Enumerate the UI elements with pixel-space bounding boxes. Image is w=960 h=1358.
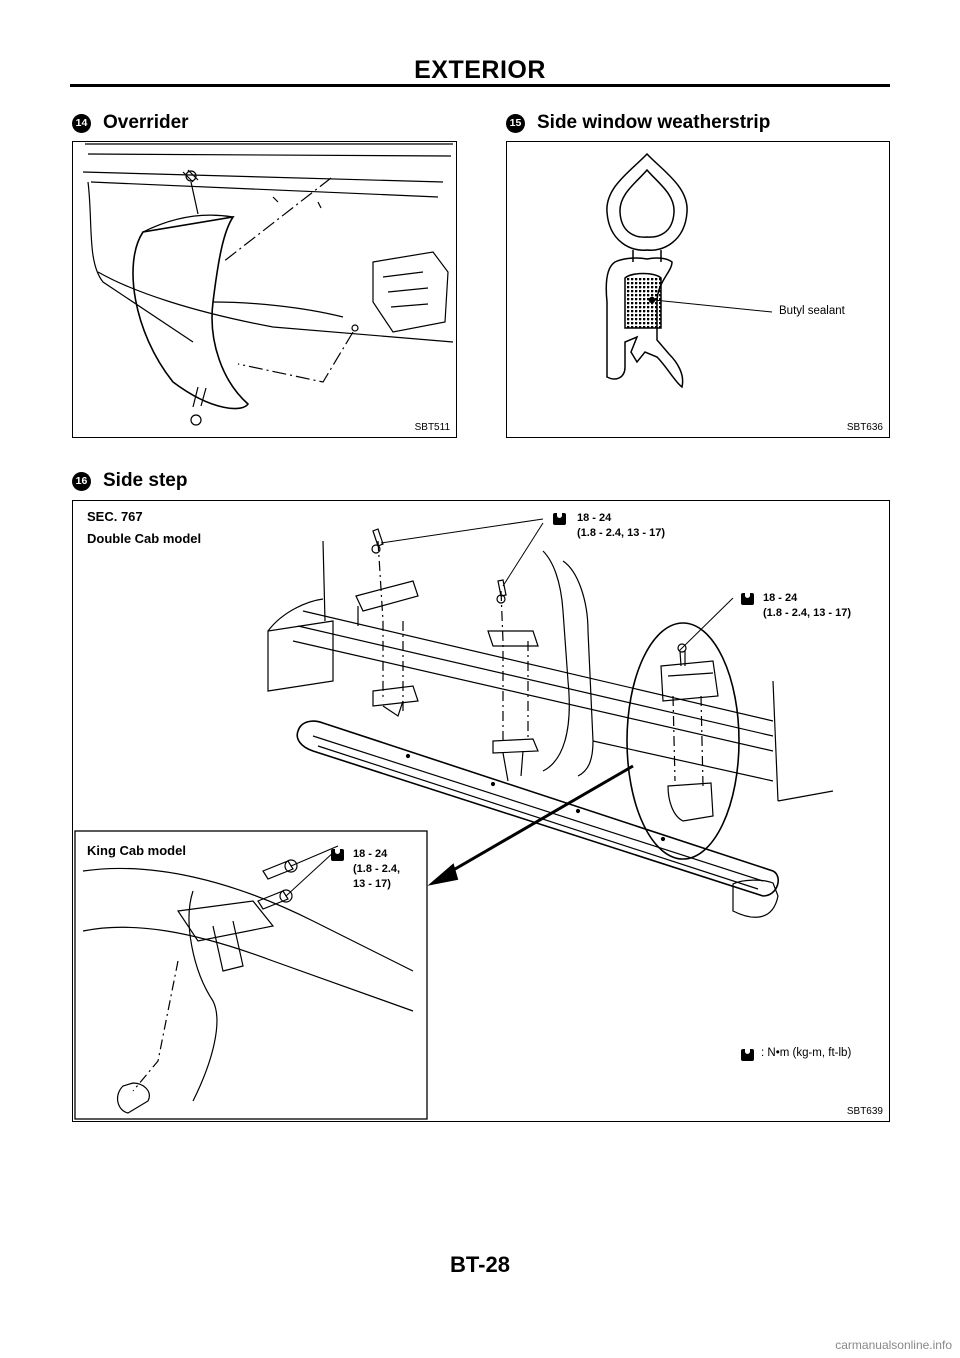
- double-cab-label: Double Cab model: [87, 531, 202, 546]
- torque-spec-3: 18 - 24 (1.8 - 2.4, 13 - 17): [353, 848, 401, 890]
- section-number-badge: 16: [72, 471, 91, 491]
- section-title: Side window weatherstrip: [537, 112, 771, 133]
- header-divider: [70, 84, 890, 87]
- figure-code: SBT639: [846, 1106, 883, 1117]
- torque-spec-1: 18 - 24 (1.8 - 2.4, 13 - 17): [577, 512, 666, 539]
- watermark: carmanualsonline.info: [835, 1338, 952, 1352]
- overrider-figure: SBT511: [72, 141, 457, 438]
- torque-spec-2: 18 - 24 (1.8 - 2.4, 13 - 17): [763, 592, 852, 619]
- torque-wrench-icon: [741, 593, 754, 605]
- torque-wrench-icon: [741, 1049, 754, 1061]
- side-step-drawing: [74, 518, 834, 1120]
- torque-wrench-icon: [553, 513, 566, 525]
- torque-wrench-icon: [331, 849, 344, 861]
- king-cab-label: King Cab model: [87, 843, 186, 858]
- page-number: BT-28: [450, 1252, 510, 1277]
- section-heading-overrider: 14 Overrider: [72, 112, 189, 134]
- weatherstrip-figure: Butyl sealant SBT636: [506, 141, 890, 438]
- figure-code: SBT511: [414, 422, 450, 433]
- section-heading-weatherstrip: 15 Side window weatherstrip: [506, 112, 770, 134]
- weatherstrip-drawing: [605, 152, 773, 389]
- section-heading-side-step: 16 Side step: [72, 470, 187, 492]
- figure-code: SBT636: [846, 422, 883, 433]
- sec-number-label: SEC. 767: [87, 509, 143, 524]
- butyl-sealant-label: Butyl sealant: [779, 305, 845, 317]
- torque-unit-legend: : N•m (kg-m, ft-lb): [761, 1047, 852, 1059]
- section-number-badge: 14: [72, 113, 91, 133]
- overrider-drawing: [82, 143, 454, 426]
- section-title: Overrider: [103, 112, 189, 133]
- section-number-badge: 15: [506, 113, 525, 133]
- section-title: Side step: [103, 470, 188, 491]
- page-title: EXTERIOR: [414, 56, 546, 84]
- side-step-figure: SEC. 767 Double Cab model 18 - 24 (1.8 -…: [72, 500, 890, 1122]
